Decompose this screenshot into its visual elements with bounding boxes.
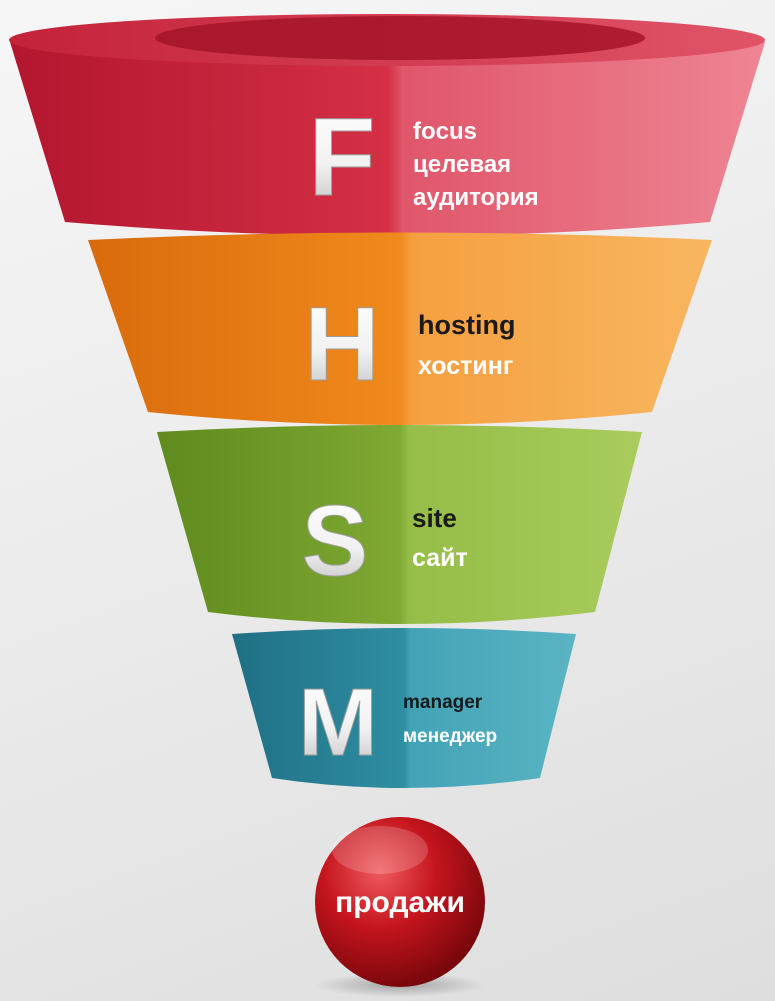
stage-manager-ru-label: менеджер <box>403 726 497 747</box>
stage-hosting-ru-label: хостинг <box>418 352 513 380</box>
stage-site: S site сайт <box>157 425 642 624</box>
stage-manager: M manager менеджер <box>232 628 576 788</box>
stage-manager-en-label: manager <box>403 692 483 713</box>
funnel-opening-inner <box>155 16 645 60</box>
stage-site-en-label: site <box>412 503 457 533</box>
result-sales-label: продажи <box>335 886 465 919</box>
stage-focus-body <box>10 36 765 236</box>
stage-site-ru-label: сайт <box>412 544 468 572</box>
stage-hosting-letter: H <box>304 286 380 403</box>
stage-hosting-en-label: hosting <box>418 310 515 340</box>
result-ball <box>315 817 485 987</box>
stage-site-letter: S <box>302 485 369 597</box>
stage-hosting-body <box>88 232 712 425</box>
stage-manager-letter: M <box>298 669 378 776</box>
result-ball-highlight <box>332 826 428 874</box>
stage-focus-ru-line-1: целевая <box>413 151 511 178</box>
stage-focus: F focus целевая аудитория <box>9 14 765 236</box>
stage-hosting: H hosting хостинг <box>88 232 712 425</box>
stage-site-body <box>157 425 642 624</box>
result-sales: продажи <box>315 817 485 997</box>
stage-focus-ru-line-2: аудитория <box>413 184 539 211</box>
stage-focus-en-label: focus <box>413 118 477 145</box>
stage-focus-letter: F <box>308 96 375 219</box>
stage-manager-body <box>232 628 576 788</box>
